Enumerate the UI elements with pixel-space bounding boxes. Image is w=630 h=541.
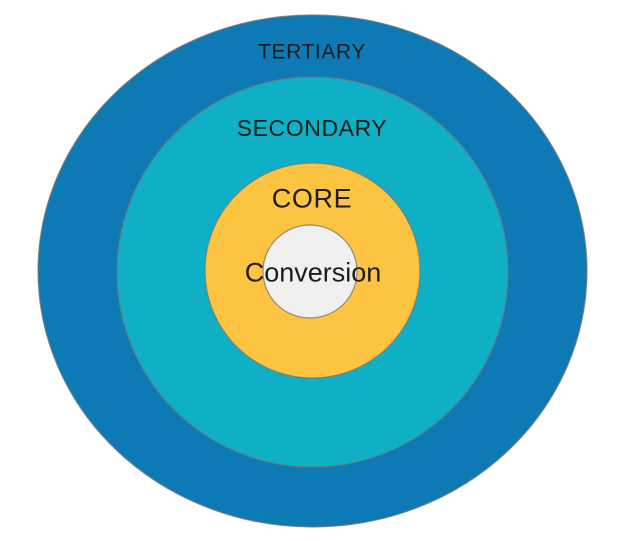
ring-conversion-label: Conversion bbox=[245, 258, 382, 288]
ring-core-label: CORE bbox=[272, 184, 352, 214]
ring-conversion bbox=[262, 224, 358, 319]
ring-secondary-label: SECONDARY bbox=[237, 115, 388, 141]
ring-tertiary-label: TERTIARY bbox=[258, 41, 366, 64]
